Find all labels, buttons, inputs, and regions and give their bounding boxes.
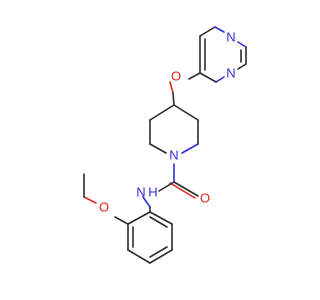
carbonyl-oxygen-label: O: [200, 191, 210, 206]
molecule-diagram: N N O N O N H O: [83, 26, 247, 264]
bond: [149, 143, 167, 154]
bond: [142, 196, 151, 208]
piperidine-ring: [149, 104, 199, 154]
bond: [114, 216, 129, 225]
structure-svg: N N O N O N H O: [83, 26, 247, 264]
ethoxy-oxygen-label: O: [99, 200, 109, 215]
bond: [158, 181, 175, 192]
bond: [149, 249, 173, 264]
bond: [169, 182, 196, 199]
bond: [172, 92, 175, 106]
pyrazine-n-right-label: N: [226, 66, 235, 81]
phenyl-ring: [127, 211, 173, 264]
pyrazine-ring: [199, 26, 247, 83]
bond: [149, 104, 175, 121]
bond: [149, 211, 173, 225]
bond: [199, 72, 217, 83]
pyrazine-n-top-label: N: [226, 30, 235, 45]
bond: [127, 211, 151, 225]
bond: [215, 76, 225, 83]
ethoxy-group: [83, 173, 129, 225]
bond: [237, 41, 247, 48]
ether-linkage: [169, 72, 201, 106]
carboxamide: [158, 163, 199, 199]
bond: [199, 26, 216, 37]
bond: [149, 246, 168, 258]
ether-oxygen-label: O: [171, 69, 181, 84]
bond: [188, 72, 201, 80]
bond: [173, 104, 199, 121]
amide-nh-link: [142, 196, 151, 213]
piperidine-nitrogen-label: N: [169, 148, 178, 163]
bond: [169, 81, 174, 94]
bond: [149, 216, 168, 228]
bond: [173, 181, 199, 197]
bond: [214, 26, 225, 33]
bond: [181, 143, 199, 154]
bond: [83, 196, 97, 204]
amide-nh-label: N H: [136, 185, 157, 200]
bond: [127, 249, 151, 264]
bond: [237, 63, 247, 70]
